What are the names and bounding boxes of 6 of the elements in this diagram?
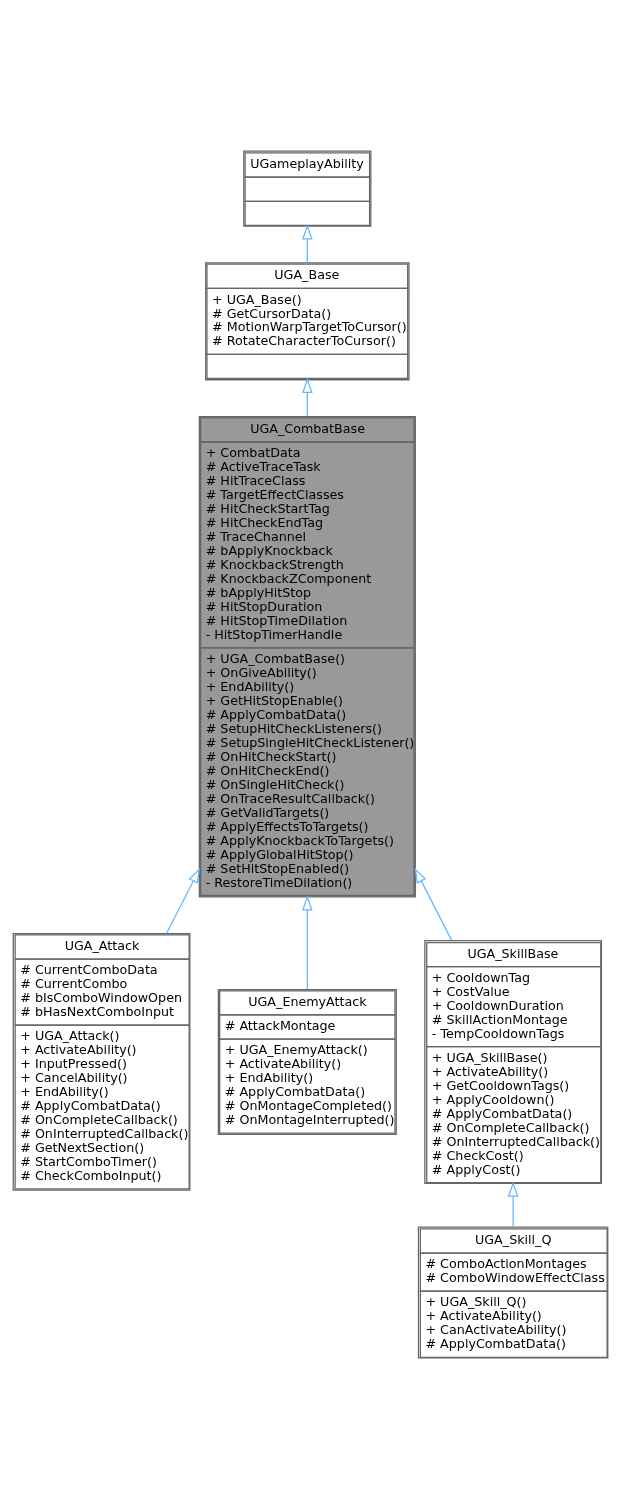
arrow	[302, 895, 313, 990]
arrow	[507, 1181, 519, 1228]
arrow	[414, 867, 453, 941]
arrow	[302, 224, 313, 264]
arrow	[302, 377, 313, 417]
arrow	[166, 867, 201, 934]
